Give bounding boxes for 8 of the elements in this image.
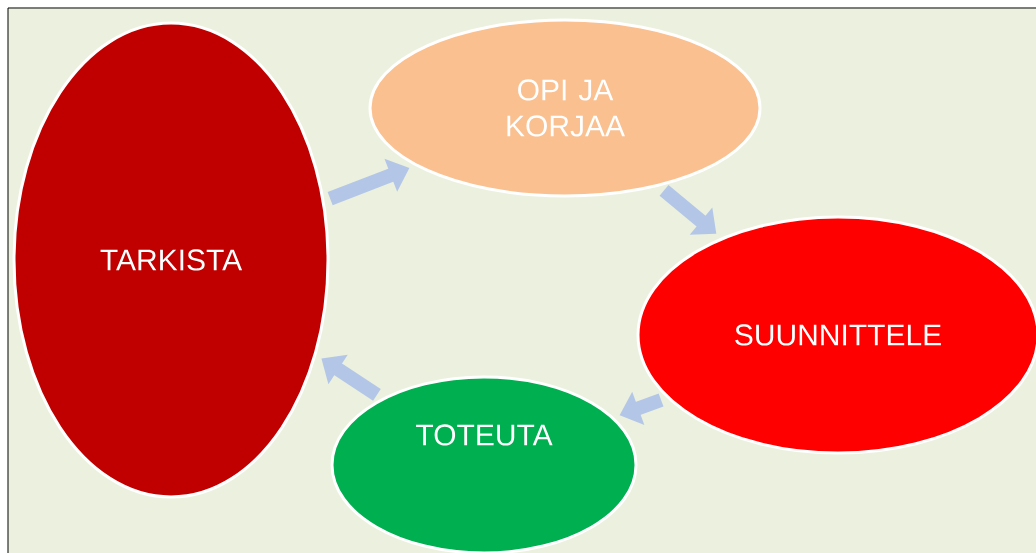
node-label: TARKISTA — [100, 249, 243, 271]
node-label: TOTEUTA — [416, 424, 553, 446]
node-label: OPI JA KORJAA — [507, 79, 625, 137]
node-label: SUUNNITTELE — [735, 324, 941, 346]
ellipse-node — [636, 215, 1036, 455]
ellipse-node — [330, 375, 638, 553]
ellipse-node — [12, 21, 330, 499]
ellipse-node — [368, 18, 762, 198]
